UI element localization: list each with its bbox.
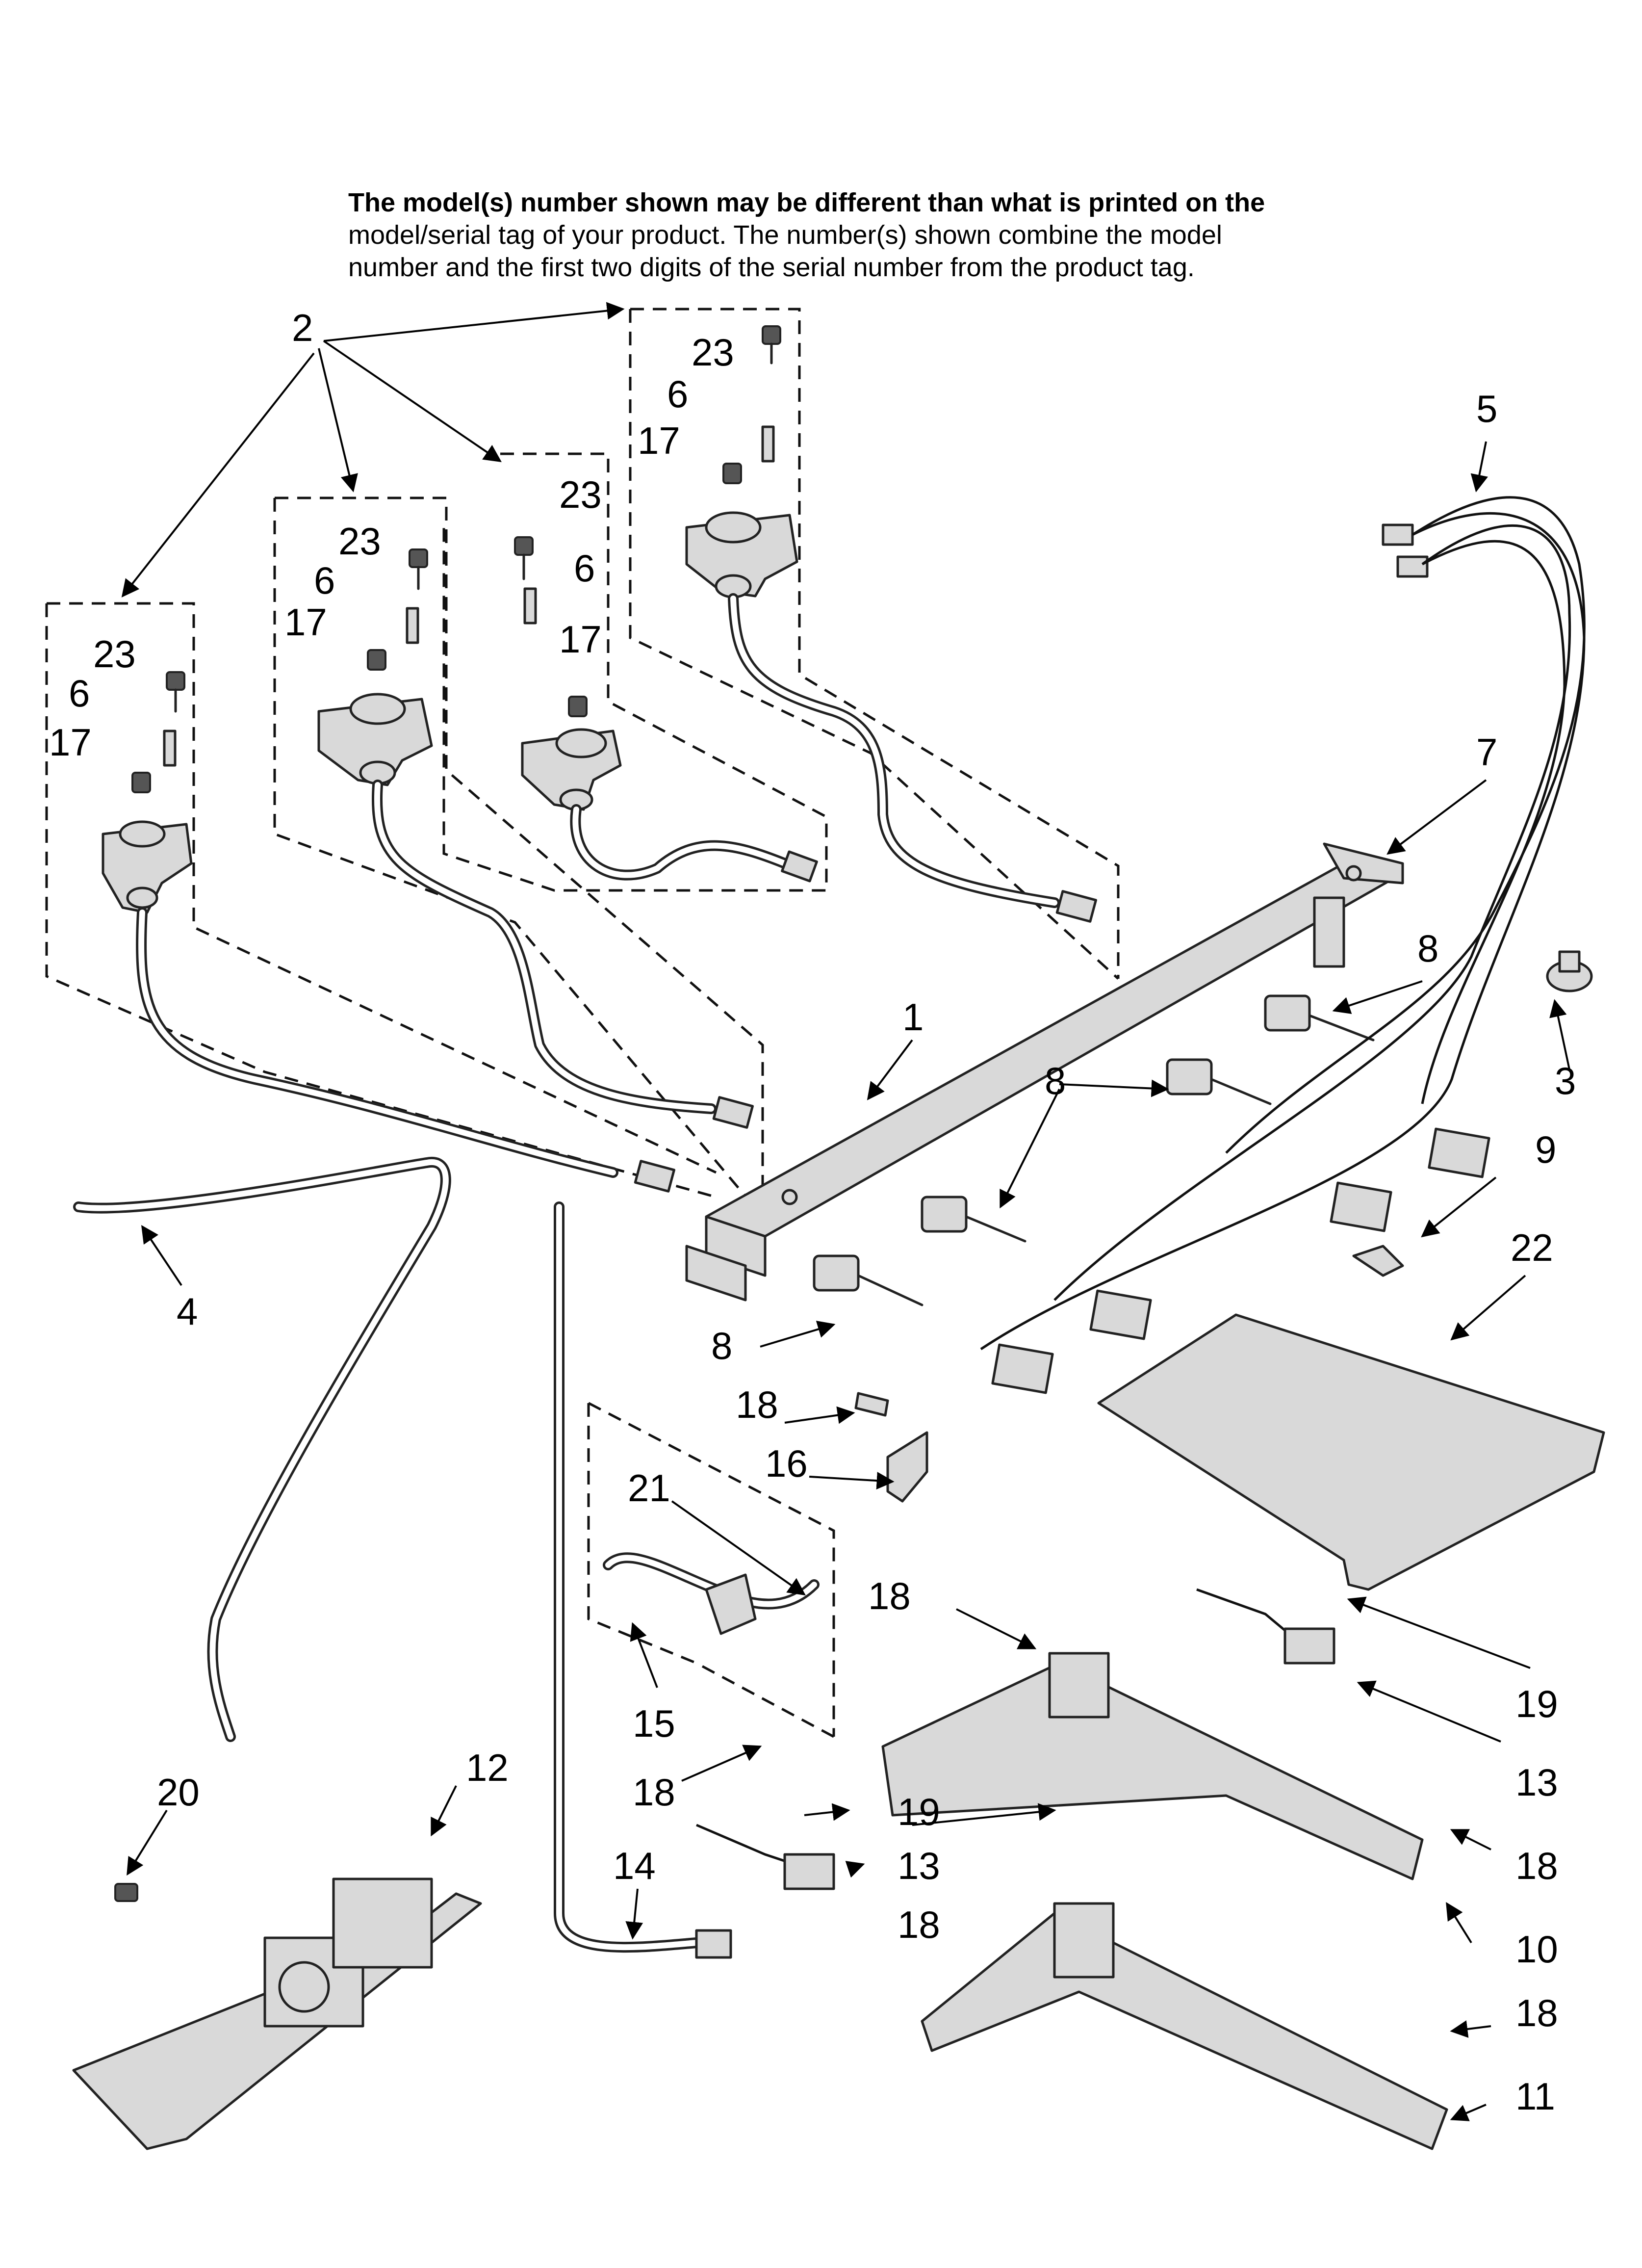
- cap-17-a: [131, 772, 151, 793]
- callout-13-a: 13: [1515, 1761, 1558, 1804]
- callout-6-c: 6: [574, 547, 595, 590]
- callout-6-d: 6: [667, 372, 688, 416]
- callout-20: 20: [157, 1771, 200, 1814]
- screw-20: [114, 1883, 138, 1902]
- oven-burner-10: [881, 1652, 1424, 1880]
- callout-1: 1: [902, 995, 924, 1039]
- callout-15: 15: [633, 1702, 675, 1745]
- callout-18-b: 18: [868, 1574, 911, 1617]
- fitting-a: [634, 1160, 676, 1193]
- screw-18-a: [854, 1392, 889, 1417]
- elbow-21: [603, 1552, 820, 1635]
- callout-16: 16: [765, 1442, 808, 1485]
- screw-23-a: [166, 671, 185, 691]
- valve-assembly-4: [685, 325, 1098, 923]
- callout-12: 12: [466, 1746, 509, 1789]
- electrode-6-d: [761, 425, 775, 463]
- screw-23-b: [409, 548, 428, 568]
- callout-23-c: 23: [559, 473, 602, 516]
- electrode-6-c: [523, 587, 537, 625]
- fitting-d: [1055, 890, 1098, 923]
- group-box-21: [587, 1402, 835, 1738]
- callout-17-a: 17: [49, 721, 92, 764]
- callout-13-b: 13: [898, 1844, 940, 1887]
- callout-2: 2: [292, 306, 313, 349]
- callout-23-a: 23: [93, 632, 136, 676]
- fitting-14: [695, 1929, 732, 1959]
- group-box-4: [629, 308, 1120, 980]
- oven-burner-11: [921, 1902, 1448, 2150]
- callout-14: 14: [613, 1844, 656, 1887]
- electrode-6-a: [163, 730, 177, 767]
- fitting-c: [781, 850, 818, 883]
- cap-17-b: [367, 649, 386, 671]
- manifold-7: [685, 842, 1404, 1302]
- callout-18-a: 18: [736, 1383, 778, 1426]
- callout-9: 9: [1535, 1128, 1556, 1171]
- wire-harness-5: [980, 496, 1586, 1351]
- callout-8-b: 8: [1045, 1059, 1066, 1102]
- callout-17-b: 17: [284, 600, 327, 644]
- callout-21: 21: [628, 1466, 670, 1510]
- callout-3: 3: [1555, 1059, 1576, 1102]
- callout-18-e: 18: [898, 1903, 940, 1946]
- notice-line-1: The model(s) number shown may be differe…: [348, 188, 1265, 217]
- igniter-13-lower: [696, 1824, 835, 1890]
- callout-6-b: 6: [314, 559, 335, 602]
- screw-23-c: [514, 536, 534, 556]
- valve-assembly-2: [317, 548, 754, 1129]
- callout-23-d: 23: [692, 331, 734, 374]
- callout-10: 10: [1515, 1928, 1558, 1971]
- callout-18-d: 18: [1515, 1844, 1558, 1887]
- heat-shield-22: [1097, 1313, 1605, 1591]
- callout-7: 7: [1476, 730, 1497, 774]
- callout-19-b: 19: [898, 1790, 940, 1833]
- valve-8-a: [1264, 994, 1490, 1178]
- valve-8-c: [921, 1196, 1152, 1340]
- gas-regulator-12: [72, 1877, 482, 2150]
- dashed-group-boxes: [45, 308, 1120, 1738]
- callout-6-a: 6: [69, 672, 90, 715]
- notice-line-3: number and the first two digits of the s…: [348, 253, 1195, 282]
- valve-8-d: [813, 1254, 1054, 1394]
- valve-assembly-3: [514, 536, 818, 883]
- valve-8-b: [1166, 1058, 1392, 1232]
- callout-17-c: 17: [559, 618, 602, 661]
- cap-17-d: [722, 463, 742, 484]
- group-box-3: [442, 452, 828, 892]
- bypass-tube-4: [73, 1156, 451, 1742]
- callout-19-a: 19: [1515, 1682, 1558, 1725]
- wing-nut-9: [1352, 1245, 1404, 1277]
- callout-17-d: 17: [638, 419, 680, 462]
- fitting-b: [712, 1096, 754, 1129]
- callout-labels: 2 23 6 17 23 6 17 23 6 17 23 6 17 5 7 8 …: [49, 306, 1576, 2118]
- screw-23-d: [762, 325, 781, 345]
- bracket-16: [886, 1431, 928, 1503]
- knob-3: [1546, 950, 1593, 992]
- callout-22: 22: [1511, 1226, 1553, 1269]
- callout-5: 5: [1476, 387, 1497, 430]
- burner-valves-8: [813, 994, 1490, 1394]
- callout-8-c: 8: [711, 1324, 732, 1367]
- callout-18-f: 18: [1515, 1991, 1558, 2034]
- callout-23-b: 23: [338, 520, 381, 563]
- callout-18-c: 18: [633, 1771, 675, 1814]
- igniter-13-upper: [1196, 1588, 1335, 1665]
- group-box-1: [45, 602, 717, 1199]
- leader-lines: [121, 302, 1570, 2121]
- callout-8-a: 8: [1417, 927, 1438, 970]
- cap-17-c: [568, 696, 588, 717]
- callout-4: 4: [177, 1290, 198, 1333]
- electrode-6-b: [406, 607, 419, 644]
- model-number-notice: The model(s) number shown may be differe…: [348, 186, 1476, 284]
- group-box-2: [273, 496, 764, 1218]
- valve-assembly-1: [102, 671, 676, 1193]
- notice-line-2: model/serial tag of your product. The nu…: [348, 220, 1222, 250]
- callout-11: 11: [1515, 2075, 1555, 2118]
